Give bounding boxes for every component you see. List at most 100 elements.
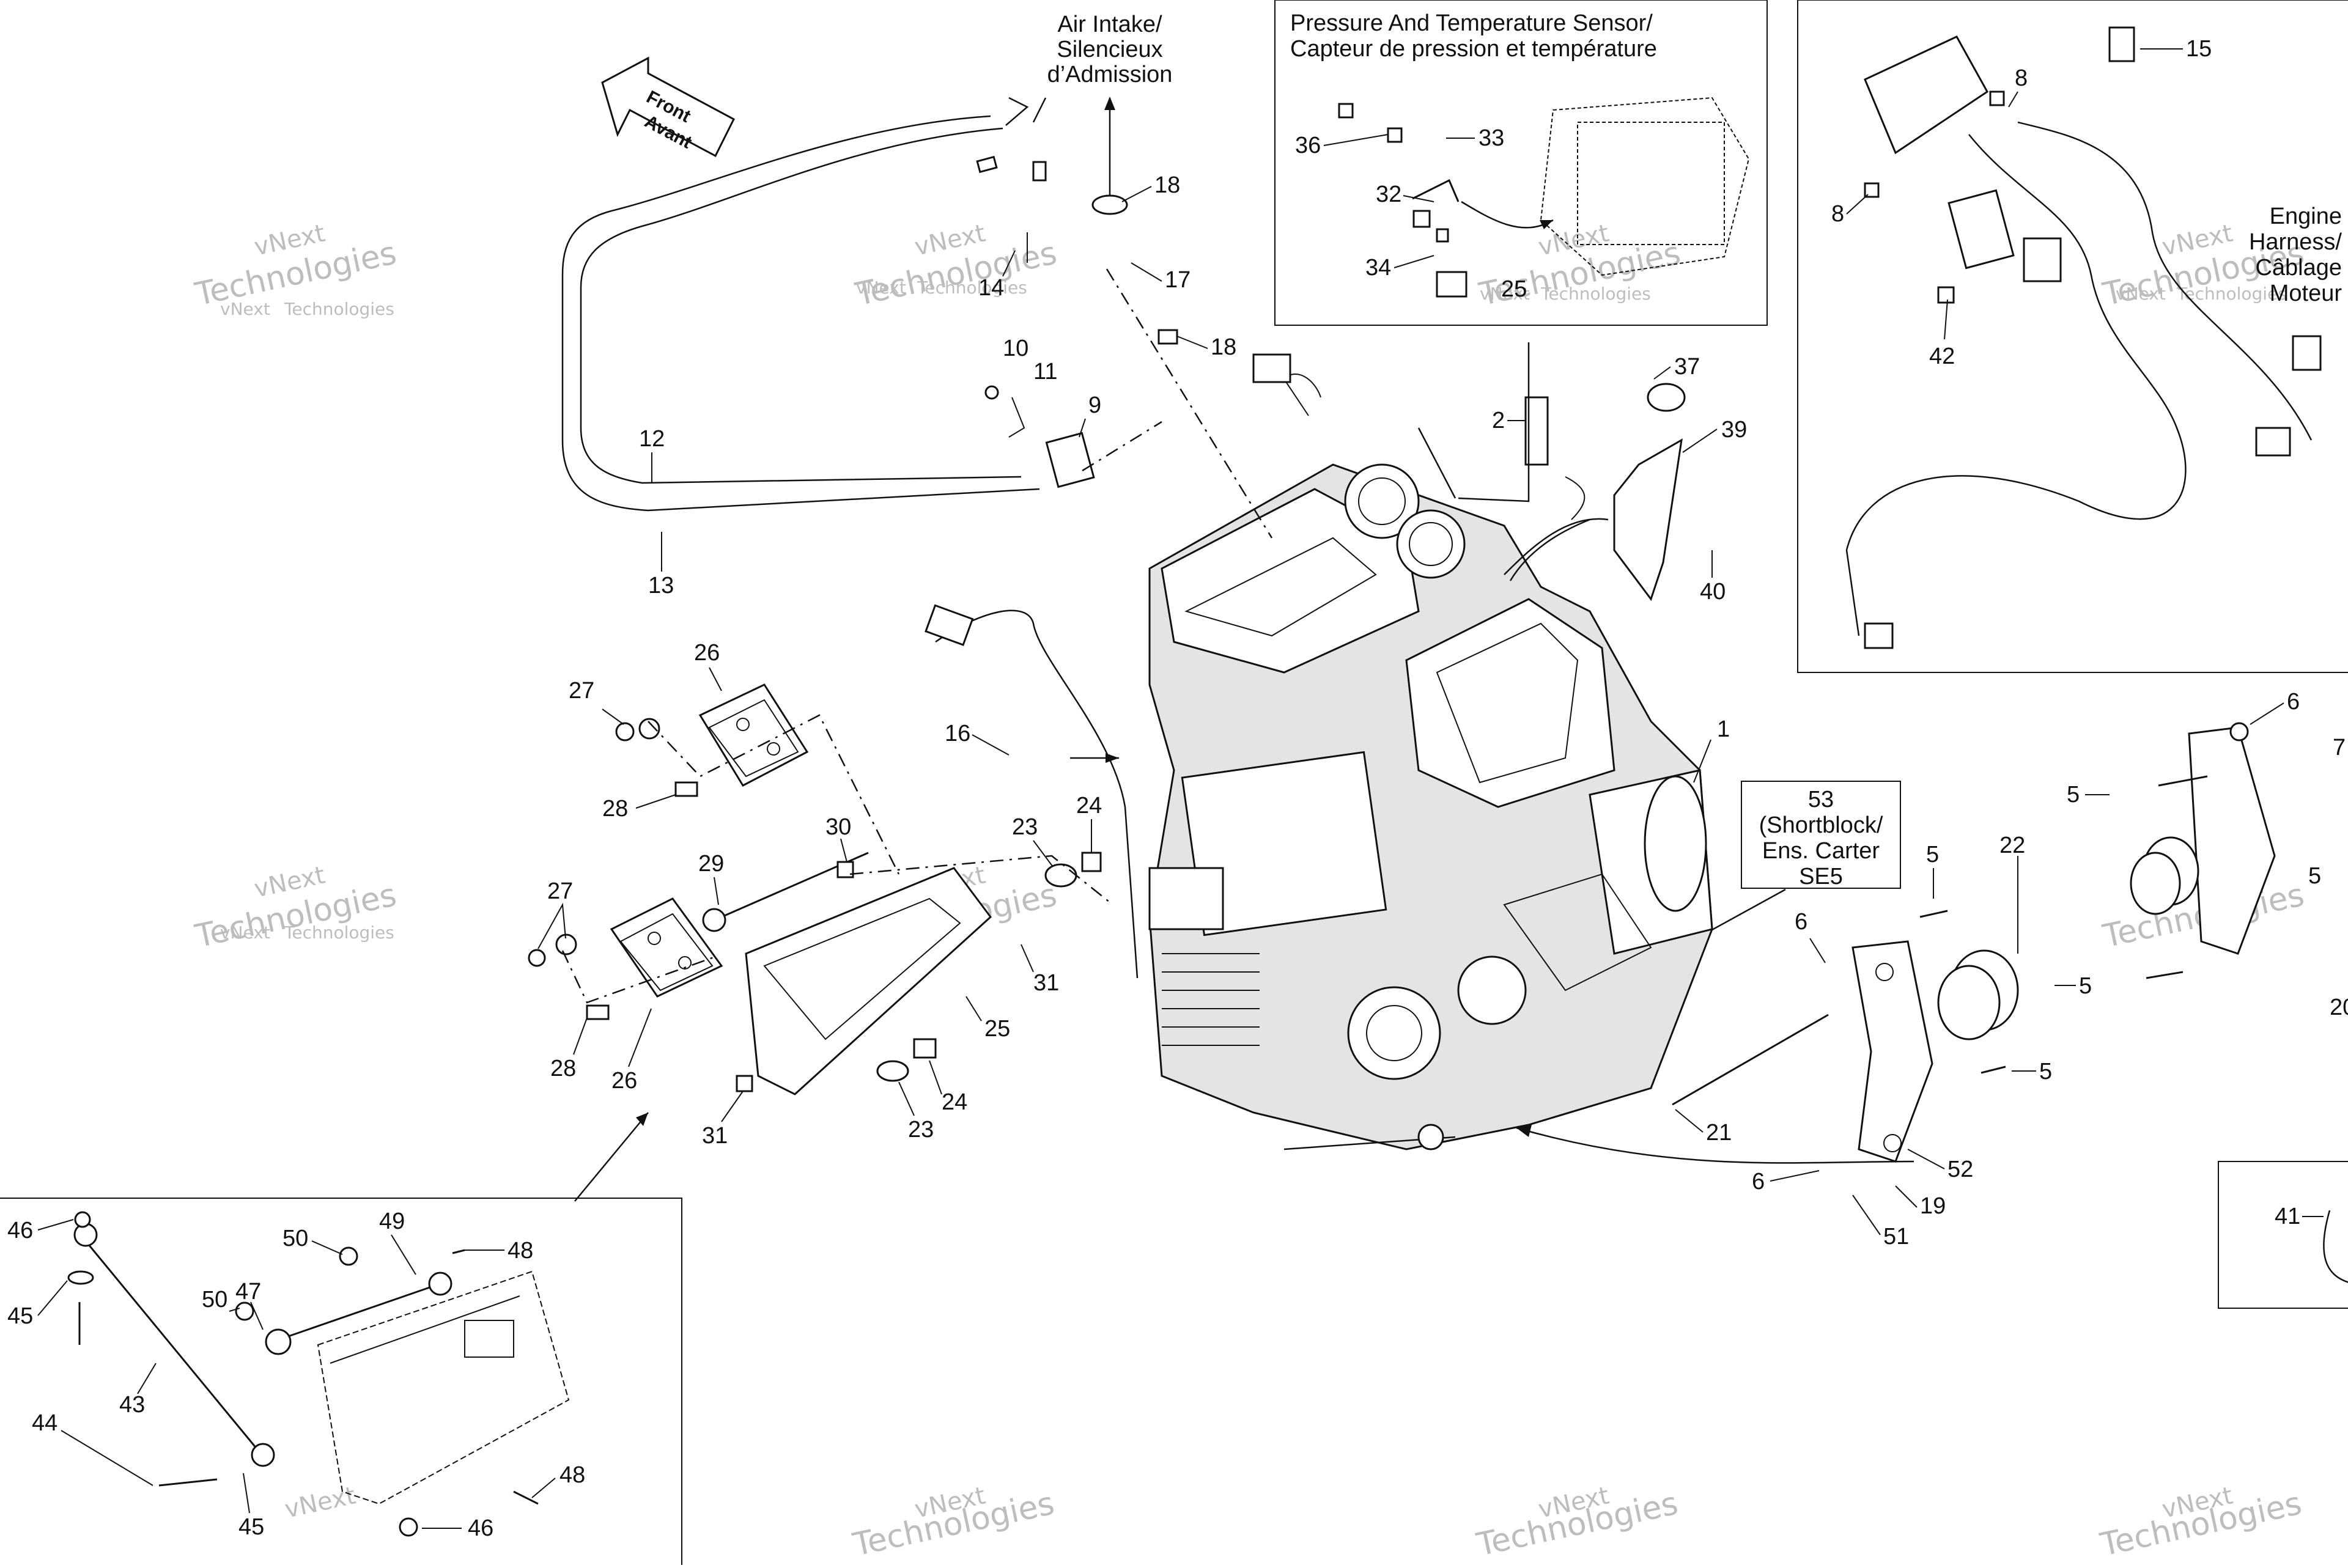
harness-inset-frame — [1797, 0, 2348, 673]
harness-inset-parts — [1845, 26, 2322, 649]
engine-harness-label-2: Harness/ — [2249, 229, 2342, 255]
part-number: 5 — [2079, 973, 2092, 999]
shortblock-box — [1741, 781, 1901, 889]
part-number: 33 — [1479, 125, 1504, 151]
part-number: 26 — [694, 640, 720, 666]
shortblock-label-3: Ens. Carter — [1762, 838, 1880, 864]
engine-mounts-left — [528, 683, 1113, 1095]
part-number: 14 — [978, 275, 1004, 301]
part-number: 34 — [1365, 255, 1391, 281]
part-number-labels: 1 2 5 5 5 5 5 6 6 6 7 8 8 9 10 11 12 13 … — [7, 36, 2348, 1541]
part-41 — [2323, 1210, 2348, 1283]
part-number: 27 — [569, 678, 594, 704]
part-number: 20 — [2330, 995, 2348, 1020]
sensor-inset-parts — [1338, 97, 1750, 298]
part-number: 17 — [1165, 267, 1191, 293]
air-intake-label-3: d’Admission — [1047, 62, 1173, 87]
sensor-inset-frame — [1274, 0, 1768, 326]
svg-text:vNext: vNext — [220, 922, 270, 943]
watermark: vNext Technologies vNext Technologies — [852, 219, 1060, 313]
engine-harness-label-3: Câblage — [2255, 255, 2342, 281]
part-number: 40 — [1700, 579, 1726, 605]
part-number: 5 — [2308, 863, 2321, 889]
part-number: 37 — [1674, 354, 1700, 380]
part-number: 23 — [1012, 814, 1038, 840]
shortblock-label-1: 53 — [1808, 787, 1834, 812]
part-41-inset-frame — [2218, 1161, 2348, 1309]
part-number: 19 — [1920, 1193, 1946, 1219]
part-number: 50 — [282, 1226, 308, 1251]
svg-text:Technologies: Technologies — [284, 299, 394, 319]
engine-harness-label-1: Engine — [2270, 204, 2342, 229]
pressure-sensor-label-2: Capteur de pression et température — [1290, 36, 1657, 62]
part-number: 46 — [468, 1515, 493, 1541]
svg-text:Technologies: Technologies — [284, 922, 394, 943]
part-number: 27 — [547, 878, 573, 904]
engine-harness-label-4: Moteur — [2270, 281, 2342, 306]
front-direction-arrow: Front Avant — [601, 56, 735, 158]
part-number: 36 — [1295, 133, 1321, 158]
part-number: 29 — [698, 851, 724, 877]
cooling-fins — [1162, 953, 1260, 1046]
pressure-sensor-label-1: Pressure And Temperature Sensor/ — [1290, 10, 1653, 36]
part-number: 15 — [2186, 36, 2212, 62]
svg-text:Technologies: Technologies — [2176, 284, 2287, 304]
part-number: 49 — [379, 1209, 405, 1234]
part-number: 39 — [1721, 417, 1747, 443]
part-number: 48 — [508, 1238, 533, 1264]
svg-text:Technologies: Technologies — [1540, 284, 1651, 304]
intake-hose — [1090, 194, 1178, 351]
pressure-sensor-callout: Pressure And Temperature Sensor/ Capteur… — [1290, 10, 1657, 62]
air-intake-callout: Air Intake/ Silencieux d’Admission — [1047, 12, 1173, 196]
svg-text:vNext: vNext — [282, 1481, 358, 1523]
part-number: 5 — [2067, 782, 2080, 808]
part-number: 23 — [908, 1117, 934, 1143]
watermark: vNext Technologies vNext Technologies — [191, 861, 399, 955]
part-number: 7 — [2333, 735, 2346, 760]
part-number: 8 — [2015, 65, 2028, 91]
part-number: 8 — [1831, 201, 1844, 227]
part-number: 10 — [1003, 336, 1028, 361]
part-number: 11 — [1033, 359, 1057, 385]
shortblock-label-4: SE5 — [1799, 864, 1843, 889]
engine-mounts-right — [1516, 722, 2276, 1164]
svg-text:Technologies: Technologies — [917, 278, 1027, 298]
part-number: 25 — [1501, 276, 1527, 302]
engine-assembly — [925, 353, 1713, 1150]
part-number: 18 — [1154, 172, 1180, 198]
leader-lines — [1070, 268, 1686, 763]
linkage-inset-parts — [67, 1112, 649, 1537]
part-number: 5 — [2039, 1059, 2052, 1084]
watermark: vNext Technologies vNext Technologies — [191, 219, 399, 319]
air-intake-label-1: Air Intake/ — [1057, 12, 1162, 37]
part-number: 43 — [119, 1392, 145, 1418]
part-number: 30 — [825, 814, 851, 840]
shortblock-callout: 53 (Shortblock/ Ens. Carter SE5 — [1601, 787, 1883, 992]
part-number: 9 — [1088, 392, 1101, 418]
part-number: 50 — [202, 1287, 227, 1312]
part-number: 47 — [235, 1279, 261, 1305]
part-number: 28 — [550, 1056, 576, 1081]
part-number: 45 — [7, 1303, 33, 1329]
svg-text:vNext: vNext — [220, 299, 270, 319]
part-number: 6 — [2287, 689, 2300, 715]
part-number: 31 — [702, 1123, 728, 1149]
part-number: 41 — [2275, 1204, 2300, 1229]
watermark: vNext Technologies — [2097, 1481, 2305, 1563]
svg-text:vNext: vNext — [2116, 284, 2166, 304]
linkage-inset-frame — [0, 1198, 682, 1568]
air-intake-label-2: Silencieux — [1057, 37, 1162, 62]
watermark: vNext Technologies — [1473, 1481, 1681, 1563]
part-number: 28 — [602, 796, 628, 822]
part-number: 21 — [1706, 1120, 1732, 1146]
watermark: vNext — [282, 1481, 358, 1523]
part-number: 32 — [1376, 182, 1401, 207]
part-number: 26 — [611, 1068, 637, 1094]
part-number: 44 — [32, 1410, 57, 1436]
svg-text:vNext: vNext — [1480, 284, 1530, 304]
watermark: vNext Technologies — [849, 1481, 1057, 1563]
part-number: 2 — [1492, 408, 1505, 433]
engine-harness-callout: Engine Harness/ Câblage Moteur — [2249, 204, 2342, 306]
